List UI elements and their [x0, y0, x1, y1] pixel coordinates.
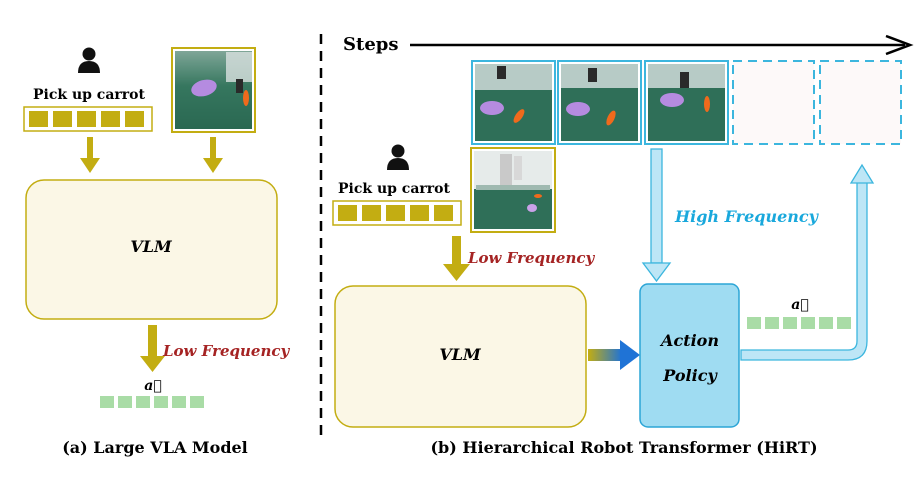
- arrow-policy-to-next-step: [740, 163, 875, 361]
- panel-a: Pick up carrot: [23, 47, 290, 457]
- low-frequency-label-b: Low Frequency: [467, 249, 595, 267]
- high-frequency-label: High Frequency: [674, 207, 820, 226]
- future-frame-placeholder-2: [819, 60, 902, 145]
- observation-image-b: [470, 147, 556, 233]
- language-token-bar-a: [23, 106, 153, 132]
- arrow-vlm-to-action-a: [140, 325, 165, 372]
- language-token-bar-b: [332, 200, 462, 226]
- arrow-tokens-to-vlm-b: [443, 236, 470, 281]
- observation-frame-2: [557, 60, 642, 145]
- steps-timeline-arrow: [410, 34, 914, 56]
- steps-label: Steps: [343, 34, 399, 55]
- action-policy-label-line2: Policy: [662, 366, 718, 385]
- future-frame-placeholder-1: [732, 60, 815, 145]
- observation-image-a: [171, 47, 256, 133]
- action-policy-box: [639, 283, 740, 428]
- panel-b: Steps: [332, 34, 914, 457]
- person-icon: [78, 47, 100, 73]
- action-label-b: a⃗: [791, 297, 808, 313]
- arrow-image-to-vlm-a: [203, 137, 223, 173]
- vlm-label-b: VLM: [439, 345, 482, 364]
- arrow-tokens-to-vlm-a: [80, 137, 100, 173]
- observation-frame-1: [471, 60, 556, 145]
- caption-b: (b) Hierarchical Robot Transformer (HiRT…: [430, 438, 817, 457]
- low-frequency-label-a: Low Frequency: [162, 342, 290, 360]
- person-icon: [387, 144, 409, 170]
- vlm-box-b: [334, 285, 587, 428]
- caption-a: (a) Large VLA Model: [62, 438, 248, 457]
- vlm-label-a: VLM: [130, 237, 173, 256]
- action-token-bar-b: [747, 317, 851, 329]
- action-label-a: a⃗: [144, 378, 161, 394]
- observation-frame-3: [644, 60, 729, 145]
- action-token-bar-a: [100, 396, 204, 408]
- action-policy-label-line1: Action: [659, 331, 719, 350]
- instruction-text-b: Pick up carrot: [338, 181, 450, 197]
- vlm-box-a: [25, 179, 278, 320]
- arrow-frames-to-policy: [641, 148, 672, 283]
- instruction-text-a: Pick up carrot: [33, 87, 145, 103]
- arrow-vlm-to-policy: [588, 340, 640, 370]
